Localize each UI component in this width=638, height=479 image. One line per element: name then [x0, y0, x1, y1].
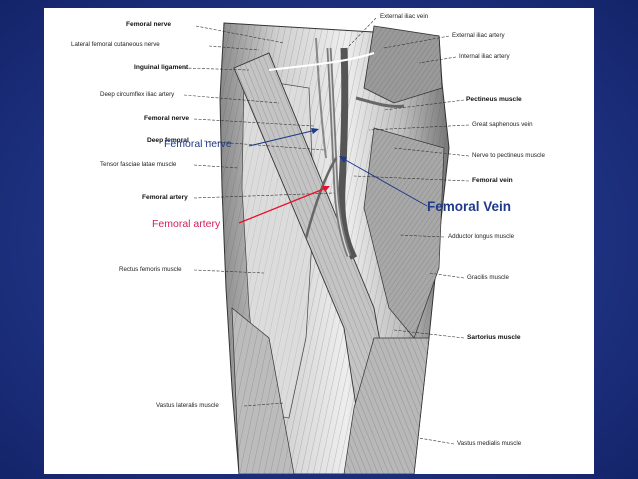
label-great-saphenous-vein: Great saphenous vein — [472, 121, 533, 128]
label-internal-iliac-artery: Internal iliac artery — [459, 53, 510, 60]
label-pectineus-muscle: Pectineus muscle — [466, 96, 522, 103]
femoral-vein-arrow — [339, 156, 428, 207]
label-gracilis-muscle: Gracilis muscle — [467, 274, 509, 281]
femoral-vein-vessel — [338, 47, 358, 260]
label-adductor-longus-muscle: Adductor longus muscle — [448, 233, 515, 240]
label-deep-femoral: Deep femoral — [147, 137, 189, 144]
femoral-artery-arrow — [238, 186, 330, 224]
label-external-iliac-artery: External iliac artery — [452, 32, 505, 39]
label-inguinal-ligament: Inguinal ligament — [134, 64, 189, 71]
label-femoral-nerve-top: Femoral nerve — [126, 21, 172, 28]
slide-panel: Femoral nerve Lateral femoral cutaneous … — [44, 8, 594, 474]
thigh-anatomy-illustration — [183, 17, 470, 474]
femoral-nerve-arrow — [248, 128, 319, 147]
annotation-femoral-vein: Femoral Vein — [427, 199, 512, 214]
label-vastus-medialis-muscle: Vastus medialis muscle — [457, 440, 522, 447]
femoral-nerve-strand — [315, 37, 327, 159]
label-deep-circumflex-iliac-artery: Deep circumflex iliac artery — [100, 91, 175, 98]
great-saphenous-vessel — [355, 96, 405, 108]
left-leader-lines — [183, 25, 335, 407]
label-nerve-to-pectineus-muscle: Nerve to pectineus muscle — [472, 152, 545, 159]
label-external-iliac-vein: External iliac vein — [380, 13, 429, 20]
label-femoral-vein: Femoral vein — [472, 177, 513, 184]
annotation-femoral-artery: Femoral artery — [152, 218, 221, 230]
annotation-femoral-nerve: Femoral nerve — [164, 138, 232, 150]
deep-femoral-vessel — [304, 157, 338, 239]
label-vastus-lateralis-muscle: Vastus lateralis muscle — [156, 402, 219, 409]
label-femoral-artery: Femoral artery — [142, 194, 188, 201]
label-rectus-femoris-muscle: Rectus femoris muscle — [119, 266, 182, 273]
right-leader-lines — [348, 17, 470, 445]
label-tensor-fasciae-latae-muscle: Tensor fasciae latae muscle — [100, 161, 177, 168]
label-femoral-nerve-mid: Femoral nerve — [144, 115, 190, 122]
label-lateral-femoral-cutaneous-nerve: Lateral femoral cutaneous nerve — [71, 41, 160, 48]
label-sartorius-muscle: Sartorius muscle — [467, 334, 521, 341]
